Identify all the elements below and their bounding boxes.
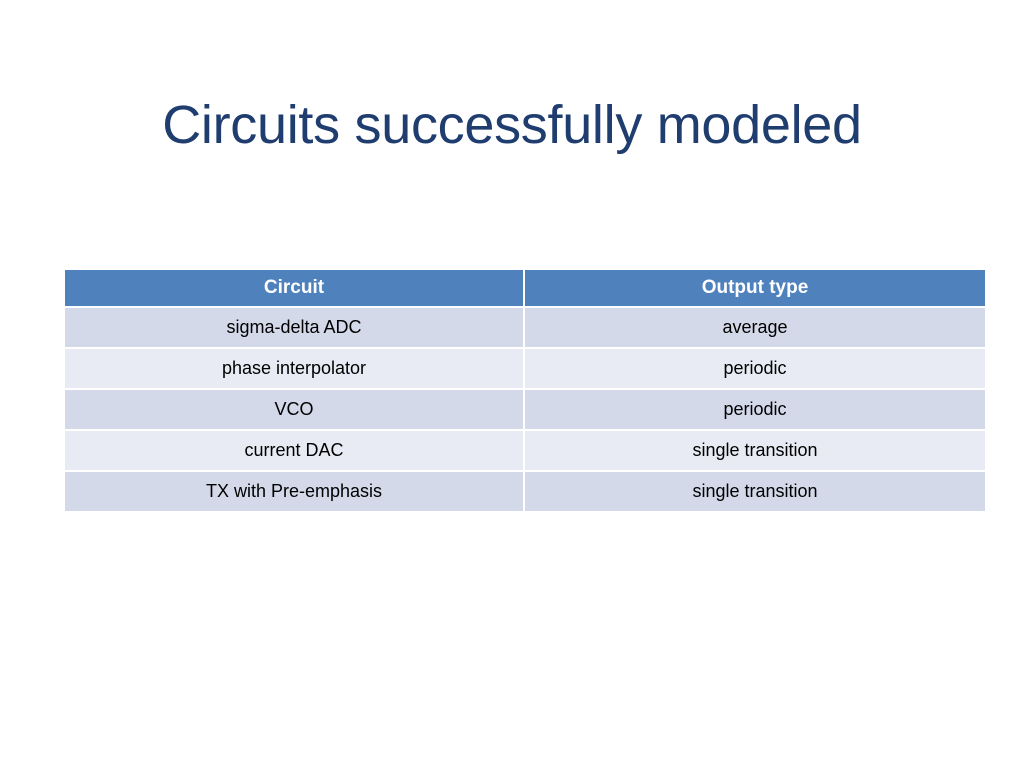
table-header-row: Circuit Output type <box>65 270 985 308</box>
cell-circuit: TX with Pre-emphasis <box>65 472 525 511</box>
column-header-output-type: Output type <box>525 270 985 308</box>
circuits-table: Circuit Output type sigma-delta ADC aver… <box>65 270 985 511</box>
table-row: current DAC single transition <box>65 431 985 472</box>
circuits-table-container: Circuit Output type sigma-delta ADC aver… <box>65 270 985 511</box>
cell-output-type: periodic <box>525 390 985 431</box>
cell-output-type: periodic <box>525 349 985 390</box>
table-body: sigma-delta ADC average phase interpolat… <box>65 308 985 511</box>
table-header: Circuit Output type <box>65 270 985 308</box>
table-row: phase interpolator periodic <box>65 349 985 390</box>
cell-circuit: sigma-delta ADC <box>65 308 525 349</box>
table-row: TX with Pre-emphasis single transition <box>65 472 985 511</box>
cell-output-type: single transition <box>525 472 985 511</box>
table-row: sigma-delta ADC average <box>65 308 985 349</box>
column-header-circuit: Circuit <box>65 270 525 308</box>
cell-output-type: average <box>525 308 985 349</box>
cell-circuit: current DAC <box>65 431 525 472</box>
cell-output-type: single transition <box>525 431 985 472</box>
table-row: VCO periodic <box>65 390 985 431</box>
page-title: Circuits successfully modeled <box>162 95 862 156</box>
cell-circuit: VCO <box>65 390 525 431</box>
cell-circuit: phase interpolator <box>65 349 525 390</box>
